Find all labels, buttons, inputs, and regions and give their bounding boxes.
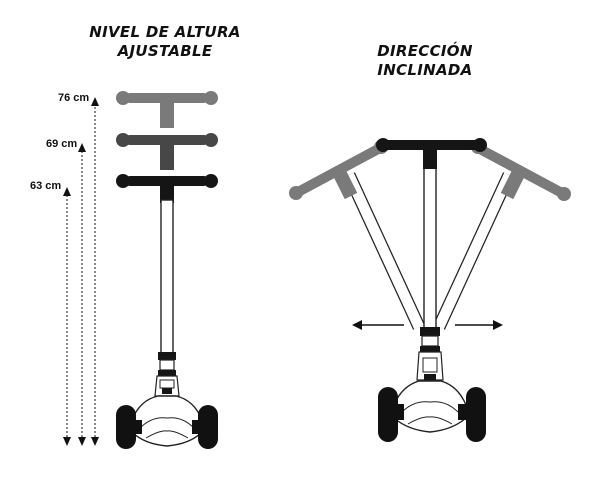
tilt-steering-title-line1: DIRECCIÓN [377,42,473,60]
adjustable-height-title-line1: NIVEL DE ALTURA [89,23,241,41]
tilt-steering-title-line2: INCLINADA [377,61,473,79]
left-wheel-left [116,405,136,449]
left-base [131,395,203,447]
left-wheel-right [198,405,218,449]
left-scooter [116,91,218,449]
right-wheel-right [466,387,486,442]
height-arrow-76 [91,97,99,446]
adjustable-height-title-line2: AJUSTABLE [117,42,213,60]
left-stem [160,199,174,356]
right-base [393,380,467,433]
tilt-steering-title: DIRECCIÓN INCLINADA [345,42,505,80]
upright-handlebar [376,138,487,331]
tilted-left-handlebar [289,140,425,330]
handlebar-63 [116,174,218,203]
height-label-69: 69 cm [46,138,78,150]
height-label-76: 76 cm [58,92,90,104]
height-label-63: 63 cm [30,180,62,192]
right-scooter [289,138,571,442]
adjustable-height-title: NIVEL DE ALTURA AJUSTABLE [75,23,255,61]
tilt-left-arrow [352,320,404,330]
height-arrow-63 [63,187,71,446]
right-wheel-left [378,387,398,442]
handlebar-69 [116,133,218,170]
height-arrow-69 [78,143,86,446]
tilted-right-handlebar [433,140,571,330]
handlebar-76 [116,91,218,128]
tilt-right-arrow [455,320,503,330]
